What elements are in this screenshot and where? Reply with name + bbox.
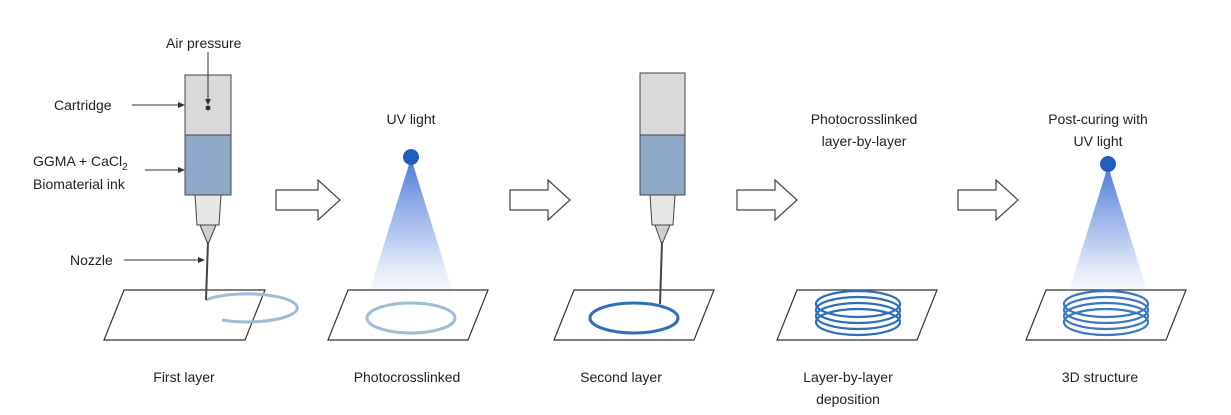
caption-deposition: deposition [816, 391, 880, 407]
photo-ll-label-line1: Photocrosslinked [811, 111, 918, 127]
caption-3d-structure: 3D structure [1062, 369, 1138, 385]
caption-first-layer: First layer [153, 369, 215, 385]
step-second-layer: Second layer [553, 72, 715, 385]
caption-second-layer: Second layer [580, 369, 662, 385]
uv-source [1100, 156, 1116, 172]
cured-3d-rings [1062, 289, 1150, 337]
first-layer-ring [205, 292, 299, 324]
process-arrow-3 [736, 178, 798, 222]
nozzle-needle [659, 241, 663, 305]
air-pressure-marker [205, 105, 211, 111]
ink-fill [184, 134, 232, 196]
process-arrow-1 [275, 178, 341, 222]
nozzle-arrowhead [198, 257, 205, 263]
ink-fill [639, 134, 686, 196]
postcure-label-line1: Post-curing with [1048, 111, 1148, 127]
caption-layer-by-layer: Layer-by-layer [803, 369, 893, 385]
ink-label-main: GGMA + CaCl [33, 153, 122, 169]
step-layer-by-layer: Photocrosslinked layer-by-layer Layer-by… [776, 111, 938, 407]
nozzle-cone [649, 194, 676, 226]
air-pressure-label: Air pressure [166, 35, 242, 51]
step-3d-structure: Post-curing with UV light 3D structure [1025, 111, 1187, 385]
nozzle-tip [654, 224, 671, 243]
caption-photocrosslinked: Photocrosslinked [354, 369, 461, 385]
step-first-layer: Air pressure Cartridge GGMA + CaCl2 Biom… [33, 35, 299, 385]
process-arrow-4 [957, 178, 1019, 222]
process-arrow-2 [509, 178, 571, 222]
uv-beam [1066, 166, 1150, 300]
air-pressure-arrowhead [205, 99, 211, 105]
uv-beam [365, 158, 457, 305]
nozzle-tip [199, 224, 217, 243]
ink-label-line1: GGMA + CaCl2 [33, 153, 128, 173]
nozzle-label: Nozzle [70, 252, 113, 268]
ink-label-line2: Biomaterial ink [33, 176, 126, 192]
photo-ll-label-line2: layer-by-layer [822, 133, 907, 149]
uv-source [403, 149, 419, 165]
nozzle-cone [194, 194, 222, 226]
step-photocrosslinked: UV light Photocrosslinked [327, 111, 489, 385]
cartridge-label: Cartridge [54, 97, 112, 113]
ink-label-subscript: 2 [122, 162, 128, 173]
nozzle-needle [205, 241, 209, 301]
cartridge-arrowhead [178, 102, 185, 108]
build-plate [103, 289, 266, 341]
uv-light-label: UV light [386, 111, 435, 127]
postcure-label-line2: UV light [1073, 133, 1122, 149]
second-layer-ring [588, 301, 680, 335]
ink-arrowhead [178, 167, 185, 173]
crosslinked-ring [365, 301, 457, 335]
stacked-rings [814, 289, 902, 337]
build-plate [553, 289, 715, 341]
